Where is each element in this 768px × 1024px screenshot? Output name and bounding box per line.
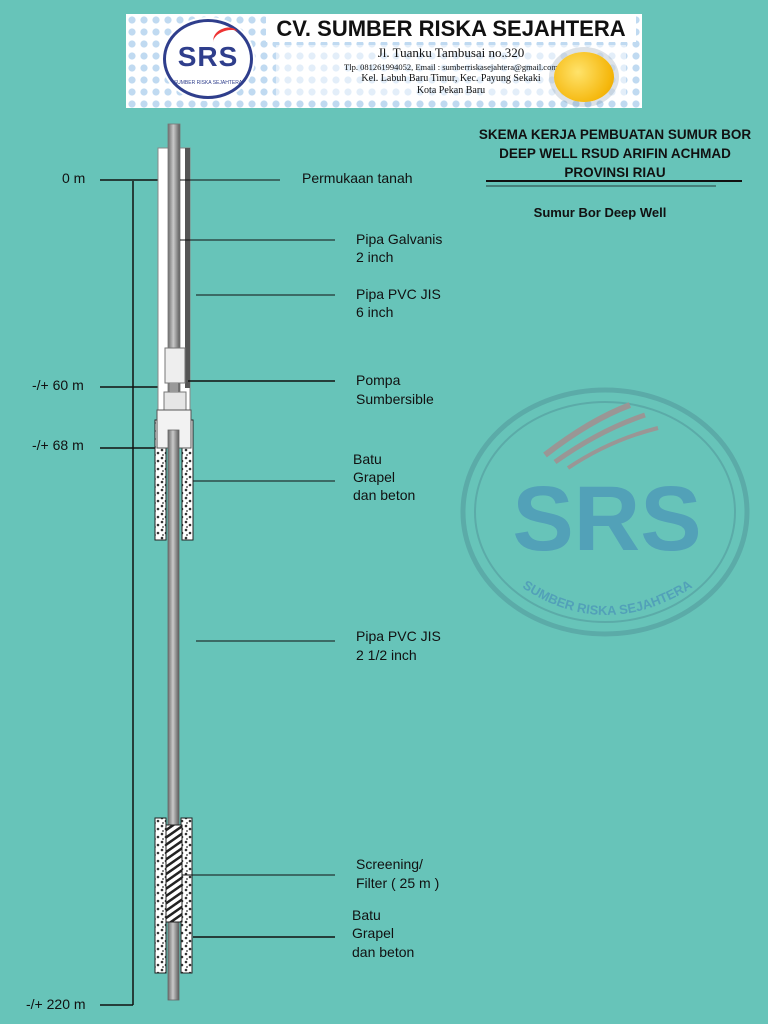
label-gravel-upper-line-1: Batu: [353, 451, 382, 467]
address-contact: Tlp. 081261994052, Email : sumberriskase…: [276, 62, 626, 72]
diagram-title-line-1: SKEMA KERJA PEMBUATAN SUMUR BOR: [478, 127, 752, 142]
company-name: CV. SUMBER RISKA SEJAHTERA: [266, 16, 636, 42]
label-galvanis-line-2: 2 inch: [356, 249, 394, 265]
label-pvc6-line-2: 6 inch: [356, 304, 394, 320]
watermark-swoosh-icon: [543, 402, 632, 458]
address-street: Jl. Tuanku Tambusai no.320: [276, 45, 626, 61]
watermark-tagline: SUMBER RISKA SEJAHTERA: [520, 577, 695, 619]
label-pump-line-1: Pompa: [356, 372, 401, 388]
logo-tagline: SUMBER RISKA SEJAHTERA: [173, 80, 243, 86]
company-logo: SRS SUMBER RISKA SEJAHTERA: [163, 19, 253, 99]
submersible-pump: [164, 347, 186, 384]
label-pvc25-line-1: Pipa PVC JIS: [356, 628, 441, 644]
depth-label-surface: 0 m: [62, 170, 86, 186]
label-screen-line-2: Filter ( 25 m ): [356, 875, 440, 891]
label-gravel-upper-line-2: Grapel: [353, 469, 396, 485]
depth-label-bottom: -/+ 220 m: [26, 996, 86, 1012]
address-district: Kel. Labuh Baru Timur, Kec. Payung Sekak…: [276, 73, 626, 84]
label-gravel-lower-line-3: dan beton: [352, 944, 415, 960]
depth-label-casing-end: -/+ 68 m: [32, 437, 84, 453]
label-surface: Permukaan tanah: [302, 170, 413, 186]
gravel-section-lower: [154, 817, 167, 974]
company-header: SRS SUMBER RISKA SEJAHTERA CV. SUMBER RI…: [126, 14, 642, 108]
label-pump-line-2: Sumbersible: [356, 391, 434, 407]
logo-text: SRS: [177, 41, 239, 72]
label-galvanis-line-1: Pipa Galvanis: [356, 231, 443, 247]
label-gravel-lower-line-1: Batu: [352, 907, 381, 923]
diagram-title-line-3: PROVINSI RIAU: [564, 165, 666, 180]
label-pvc6-line-1: Pipa PVC JIS: [356, 286, 441, 302]
sun-icon: [554, 52, 614, 102]
depth-label-pump: -/+ 60 m: [32, 377, 84, 393]
screening-filter: [165, 824, 183, 923]
diagram-title-line-2: DEEP WELL RSUD ARIFIN ACHMAD: [499, 146, 731, 161]
diagram-subtitle: Sumur Bor Deep Well: [533, 205, 667, 220]
watermark-logo: SRS SUMBER RISKA SEJAHTERA: [460, 387, 750, 637]
pvc-2-5-inch-pipe: [167, 429, 180, 1001]
address-city: Kota Pekan Baru: [276, 85, 626, 96]
label-screen-line-1: Screening/: [356, 856, 423, 872]
label-gravel-upper-line-3: dan beton: [353, 487, 416, 503]
label-pvc25-line-2: 2 1/2 inch: [356, 647, 417, 663]
label-gravel-lower-line-2: Grapel: [352, 925, 395, 941]
watermark-text: SRS: [512, 468, 701, 570]
